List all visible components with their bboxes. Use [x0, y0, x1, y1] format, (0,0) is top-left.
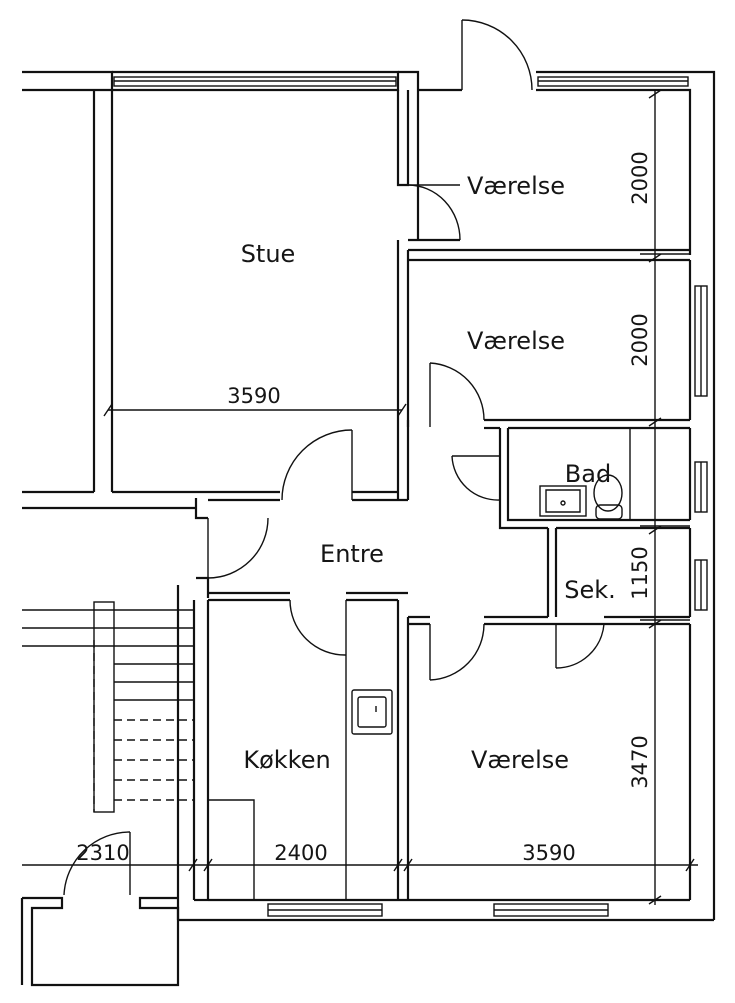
room-label-sek: Sek.	[564, 576, 616, 604]
room-label-kokken: Køkken	[243, 746, 330, 774]
interior-walls	[112, 90, 690, 900]
windows	[113, 76, 708, 917]
dimension-label-sek-depth: 1150	[628, 546, 652, 599]
outer-walls	[22, 70, 716, 922]
dimension-label-vaerelse-top-depth: 2000	[628, 151, 652, 204]
staircase	[20, 601, 194, 987]
room-label-vaerelse-bottom: Værelse	[471, 746, 569, 774]
dimension-label-vaerelse-bottom-width: 3590	[522, 841, 575, 865]
dimension-label-stair-width: 2310	[76, 841, 129, 865]
dimension-lines	[22, 89, 698, 905]
doors	[63, 19, 605, 896]
room-label-vaerelse-mid: Værelse	[467, 327, 565, 355]
room-label-stue: Stue	[241, 240, 296, 268]
dimension-label-vaerelse-mid-depth: 2000	[628, 313, 652, 366]
room-label-entre: Entre	[320, 540, 384, 568]
room-label-bad: Bad	[565, 460, 611, 488]
dimension-label-stue-width: 3590	[227, 384, 280, 408]
fixtures	[208, 474, 623, 900]
dimension-label-kokken-width: 2400	[274, 841, 327, 865]
dimension-label-vaerelse-bottom-depth: 3470	[628, 735, 652, 788]
room-label-vaerelse-top: Værelse	[467, 172, 565, 200]
